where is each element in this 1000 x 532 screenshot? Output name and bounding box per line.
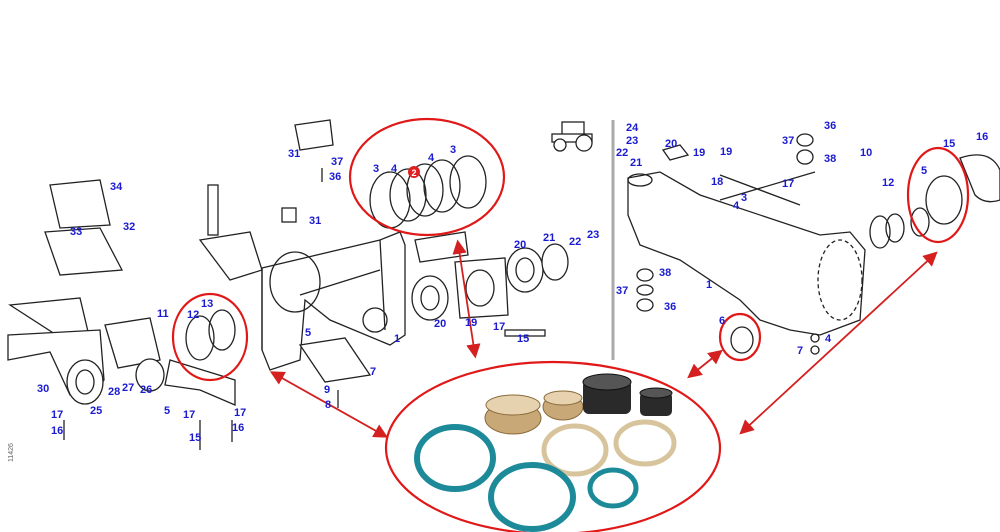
bronze-bushing-large — [484, 394, 542, 435]
teal-seal-ring — [414, 424, 496, 492]
part-number-label: 15 — [189, 432, 201, 444]
part-number-label: 37 — [331, 156, 343, 168]
arrow — [269, 371, 389, 438]
arrow — [687, 349, 723, 379]
part-number-label: 19 — [465, 317, 477, 329]
part-number-label: 23 — [587, 229, 599, 241]
part-number-label: 33 — [70, 226, 82, 238]
teal-seal-ring — [488, 462, 576, 532]
part-number-label: 19 — [693, 147, 705, 159]
part-number-label: 17 — [183, 409, 195, 421]
part-number-label: 5 — [921, 165, 927, 177]
part-number-label: 23 — [626, 135, 638, 147]
part-number-label: 31 — [288, 148, 300, 160]
arrow — [739, 251, 938, 435]
part-number-label: 8 — [325, 399, 331, 411]
part-number-label: 34 — [110, 181, 123, 193]
part-number-label: 12 — [187, 309, 199, 321]
repair-kit-photo — [414, 373, 677, 532]
part-number-label: 19 — [720, 146, 732, 158]
part-number-label: 17 — [782, 178, 794, 190]
part-number-label: 28 — [108, 386, 120, 398]
part-number-label: 37 — [616, 285, 628, 297]
black-bushing-large — [582, 373, 632, 414]
part-number-label: 30 — [37, 383, 49, 395]
part-number-label: 4 — [825, 333, 832, 345]
part-number-label: 6 — [719, 315, 725, 327]
part-number-label: 17 — [51, 409, 63, 421]
part-number-label: 9 — [324, 384, 330, 396]
tractor-icon — [551, 121, 593, 152]
bronze-bushing-small — [542, 390, 584, 421]
highlights: 2 — [171, 117, 970, 532]
part-number-label: 15 — [517, 333, 529, 345]
part-number-label: 16 — [51, 425, 63, 437]
arrow — [452, 239, 481, 359]
beige-ring — [613, 419, 677, 467]
part-number-label: 26 — [140, 384, 152, 396]
part-number-label: 24 — [626, 122, 639, 134]
part-number-label: 17 — [234, 407, 246, 419]
part-number-label: 31 — [309, 215, 321, 227]
part-number-label: 38 — [659, 267, 671, 279]
part-number-label: 13 — [201, 298, 213, 310]
part-number-label: 5 — [164, 405, 170, 417]
part-number-label: 20 — [514, 239, 526, 251]
part-number-label: 22 — [616, 147, 628, 159]
part-number-label: 25 — [90, 405, 102, 417]
part-number-label: 36 — [824, 120, 836, 132]
part-number-label: 16 — [976, 131, 988, 143]
part-number-label: 21 — [630, 157, 642, 169]
part-number-label: 36 — [329, 171, 341, 183]
part-number-label: 5 — [305, 327, 311, 339]
part-number-label: 21 — [543, 232, 555, 244]
part-number-label: 36 — [664, 301, 676, 313]
part-number-label: 18 — [711, 176, 723, 188]
part-number-label: 15 — [943, 138, 955, 150]
part-number-label: 12 — [882, 177, 894, 189]
part-number-label: 32 — [123, 221, 135, 233]
left-exploded-view: 11 4 26 — [7, 119, 593, 462]
part-number-label: 20 — [434, 318, 446, 330]
beige-ring — [541, 423, 609, 477]
part-number-label: 11 — [157, 308, 169, 320]
part-number-label: 7 — [797, 345, 803, 357]
part-number-label: 27 — [122, 382, 134, 394]
highlight-badge-text: 2 — [411, 168, 416, 178]
part-number-label: 1 — [394, 333, 400, 345]
part-number-label: 7 — [370, 366, 376, 378]
highlight-circle-right-bushing — [906, 146, 970, 244]
highlight-circle-seals — [348, 117, 506, 237]
part-number-label: 17 — [493, 321, 505, 333]
part-number-label: 4 — [391, 163, 398, 175]
part-number-label: 1 — [706, 279, 712, 291]
part-number-label: 37 — [782, 135, 794, 147]
part-number-label: 22 — [569, 236, 581, 248]
right-axle-view — [627, 133, 1000, 355]
part-number-label: 3 — [450, 144, 456, 156]
highlight-badge — [408, 166, 420, 178]
highlight-circle-kit — [384, 360, 722, 532]
part-number-label: 38 — [824, 153, 836, 165]
part-number-label: 16 — [232, 422, 244, 434]
part-number-label: 3 — [741, 192, 747, 204]
part-number-label: 3 — [373, 163, 379, 175]
part-number-label: 4 — [733, 200, 740, 212]
part-number-label: 20 — [665, 138, 677, 150]
highlight-circle-bushing — [171, 292, 249, 382]
side-code: 11426 — [8, 443, 15, 462]
black-bushing-small — [639, 387, 673, 416]
teal-seal-ring — [587, 467, 639, 509]
part-number-label: 10 — [860, 147, 872, 159]
part-number-label: 4 — [428, 152, 435, 164]
